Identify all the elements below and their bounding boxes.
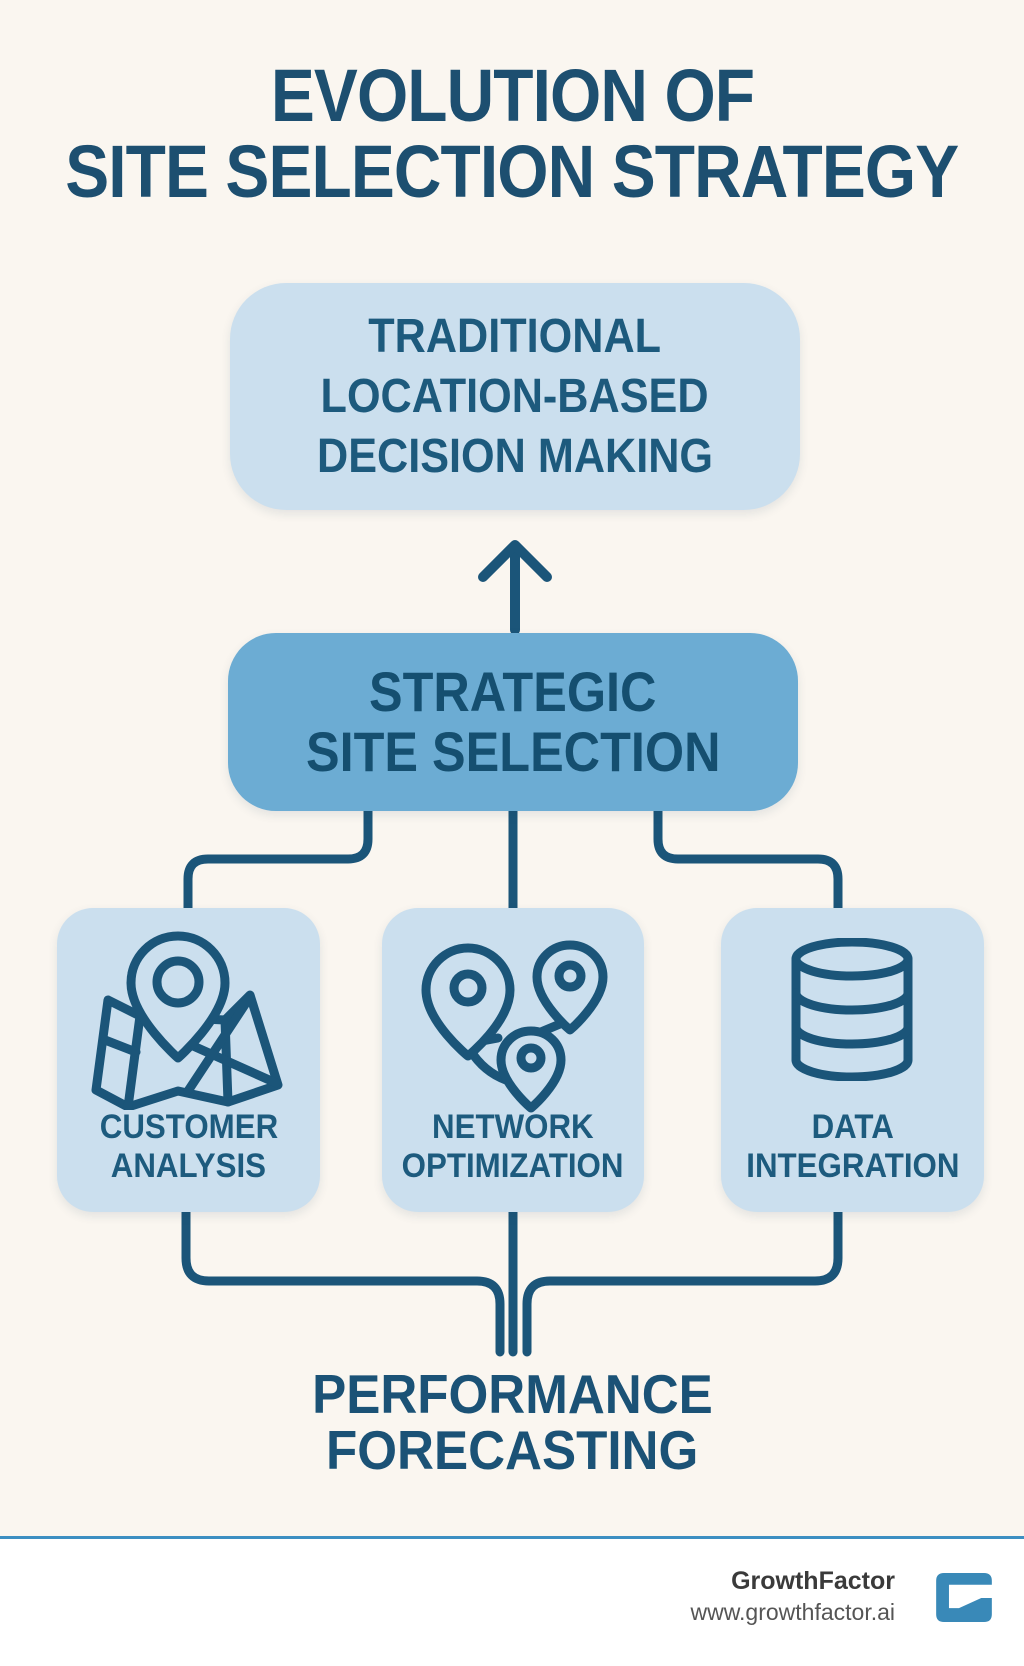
footer: GrowthFactor www.growthfactor.ai <box>0 1539 1024 1666</box>
customer-analysis-label: CUSTOMER ANALYSIS <box>99 1108 278 1185</box>
page-title-line1: EVOLUTION OF <box>270 54 754 137</box>
page-title-line2: SITE SELECTION STRATEGY <box>65 130 959 213</box>
performance-forecasting-label: PERFORMANCE FORECASTING <box>311 1363 713 1481</box>
up-arrow <box>478 540 552 635</box>
growthfactor-g-logo <box>936 1573 992 1622</box>
factor-box-network-optimization: NETWORK OPTIMIZATION <box>382 908 644 1212</box>
strategic-box: STRATEGIC SITE SELECTION <box>228 633 798 811</box>
page-title: EVOLUTION OF SITE SELECTION STRATEGY <box>0 58 1024 210</box>
connector-lines-bottom <box>181 1207 843 1357</box>
database-icon <box>791 938 913 1081</box>
traditional-box-label: TRADITIONAL LOCATION-BASED DECISION MAKI… <box>316 309 713 483</box>
traditional-box: TRADITIONAL LOCATION-BASED DECISION MAKI… <box>230 283 800 510</box>
network-optimization-label: NETWORK OPTIMIZATION <box>402 1108 624 1185</box>
footer-brand: GrowthFactor <box>731 1567 895 1595</box>
footer-website: www.growthfactor.ai <box>690 1599 895 1625</box>
strategic-box-label: STRATEGIC SITE SELECTION <box>305 660 721 783</box>
route-pins-icon <box>421 940 608 1113</box>
factor-box-customer-analysis: CUSTOMER ANALYSIS <box>57 908 320 1212</box>
factor-box-data-integration: DATA INTEGRATION <box>721 908 984 1212</box>
footer-divider <box>0 1536 1024 1539</box>
map-location-pin-icon <box>91 931 283 1110</box>
connector-lines-top <box>183 806 843 913</box>
data-integration-label: DATA INTEGRATION <box>745 1108 960 1185</box>
